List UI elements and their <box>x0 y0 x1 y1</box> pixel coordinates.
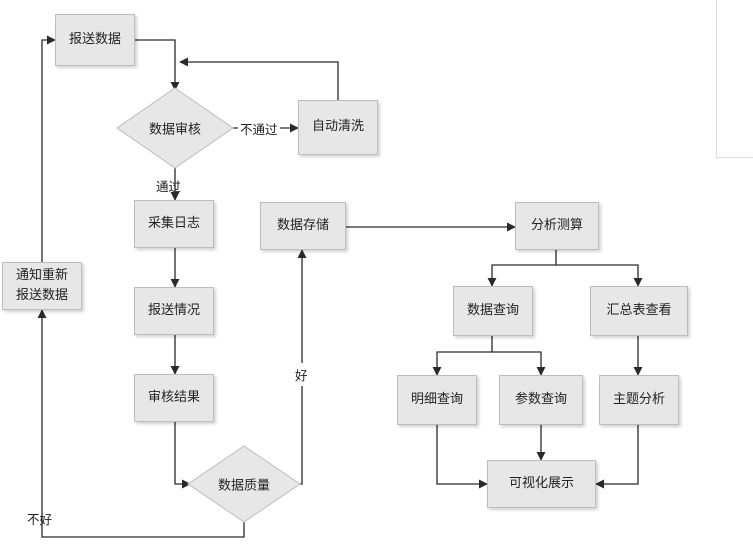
label-pass: 通过 <box>156 179 182 194</box>
label-not-good: 不好 <box>27 512 53 527</box>
diamond-data-quality <box>187 445 301 523</box>
node-report-data: 报送数据 <box>55 14 135 66</box>
node-param-query: 参数查询 <box>499 375 583 425</box>
notify-line-2: 报送数据 <box>15 288 68 303</box>
edge-analysis-split <box>487 250 557 287</box>
edge-quality-to-notify <box>37 309 245 538</box>
node-report-status: 报送情况 <box>134 287 214 335</box>
edge-query-split <box>432 336 493 376</box>
data-quality-label: 数据质量 <box>217 478 271 494</box>
diamond-data-review <box>116 87 234 169</box>
label-good: 好 <box>295 363 308 386</box>
edge-notify-to-report <box>41 35 56 262</box>
node-auto-clean: 自动清洗 <box>298 100 378 155</box>
node-collect-log: 采集日志 <box>134 200 214 248</box>
edge-topic-to-visual <box>595 425 639 489</box>
node-analysis-calc: 分析测算 <box>515 202 599 250</box>
edge-report-to-review <box>135 39 180 91</box>
edge-analysis-to-summary <box>556 264 643 287</box>
node-review-result: 审核结果 <box>134 374 214 422</box>
node-notify-resend: 通知重新 报送数据 <box>2 262 82 310</box>
side-panel-edge <box>716 0 753 158</box>
data-review-label: 数据审核 <box>148 122 202 138</box>
edge-detail-to-visual <box>436 425 488 489</box>
edge-query-to-param <box>492 351 546 376</box>
node-summary-view: 汇总表查看 <box>590 286 688 336</box>
notify-line-1: 通知重新 <box>15 267 68 283</box>
node-detail-query: 明细查询 <box>397 375 477 425</box>
edge-clean-to-review <box>179 57 339 100</box>
node-data-storage: 数据存储 <box>260 202 346 250</box>
node-data-query: 数据查询 <box>453 286 533 336</box>
node-visual-display: 可视化展示 <box>487 460 596 508</box>
node-topic-analysis: 主题分析 <box>599 375 679 425</box>
label-not-pass: 不通过 <box>238 119 280 138</box>
edge-result-to-quality <box>174 422 191 489</box>
